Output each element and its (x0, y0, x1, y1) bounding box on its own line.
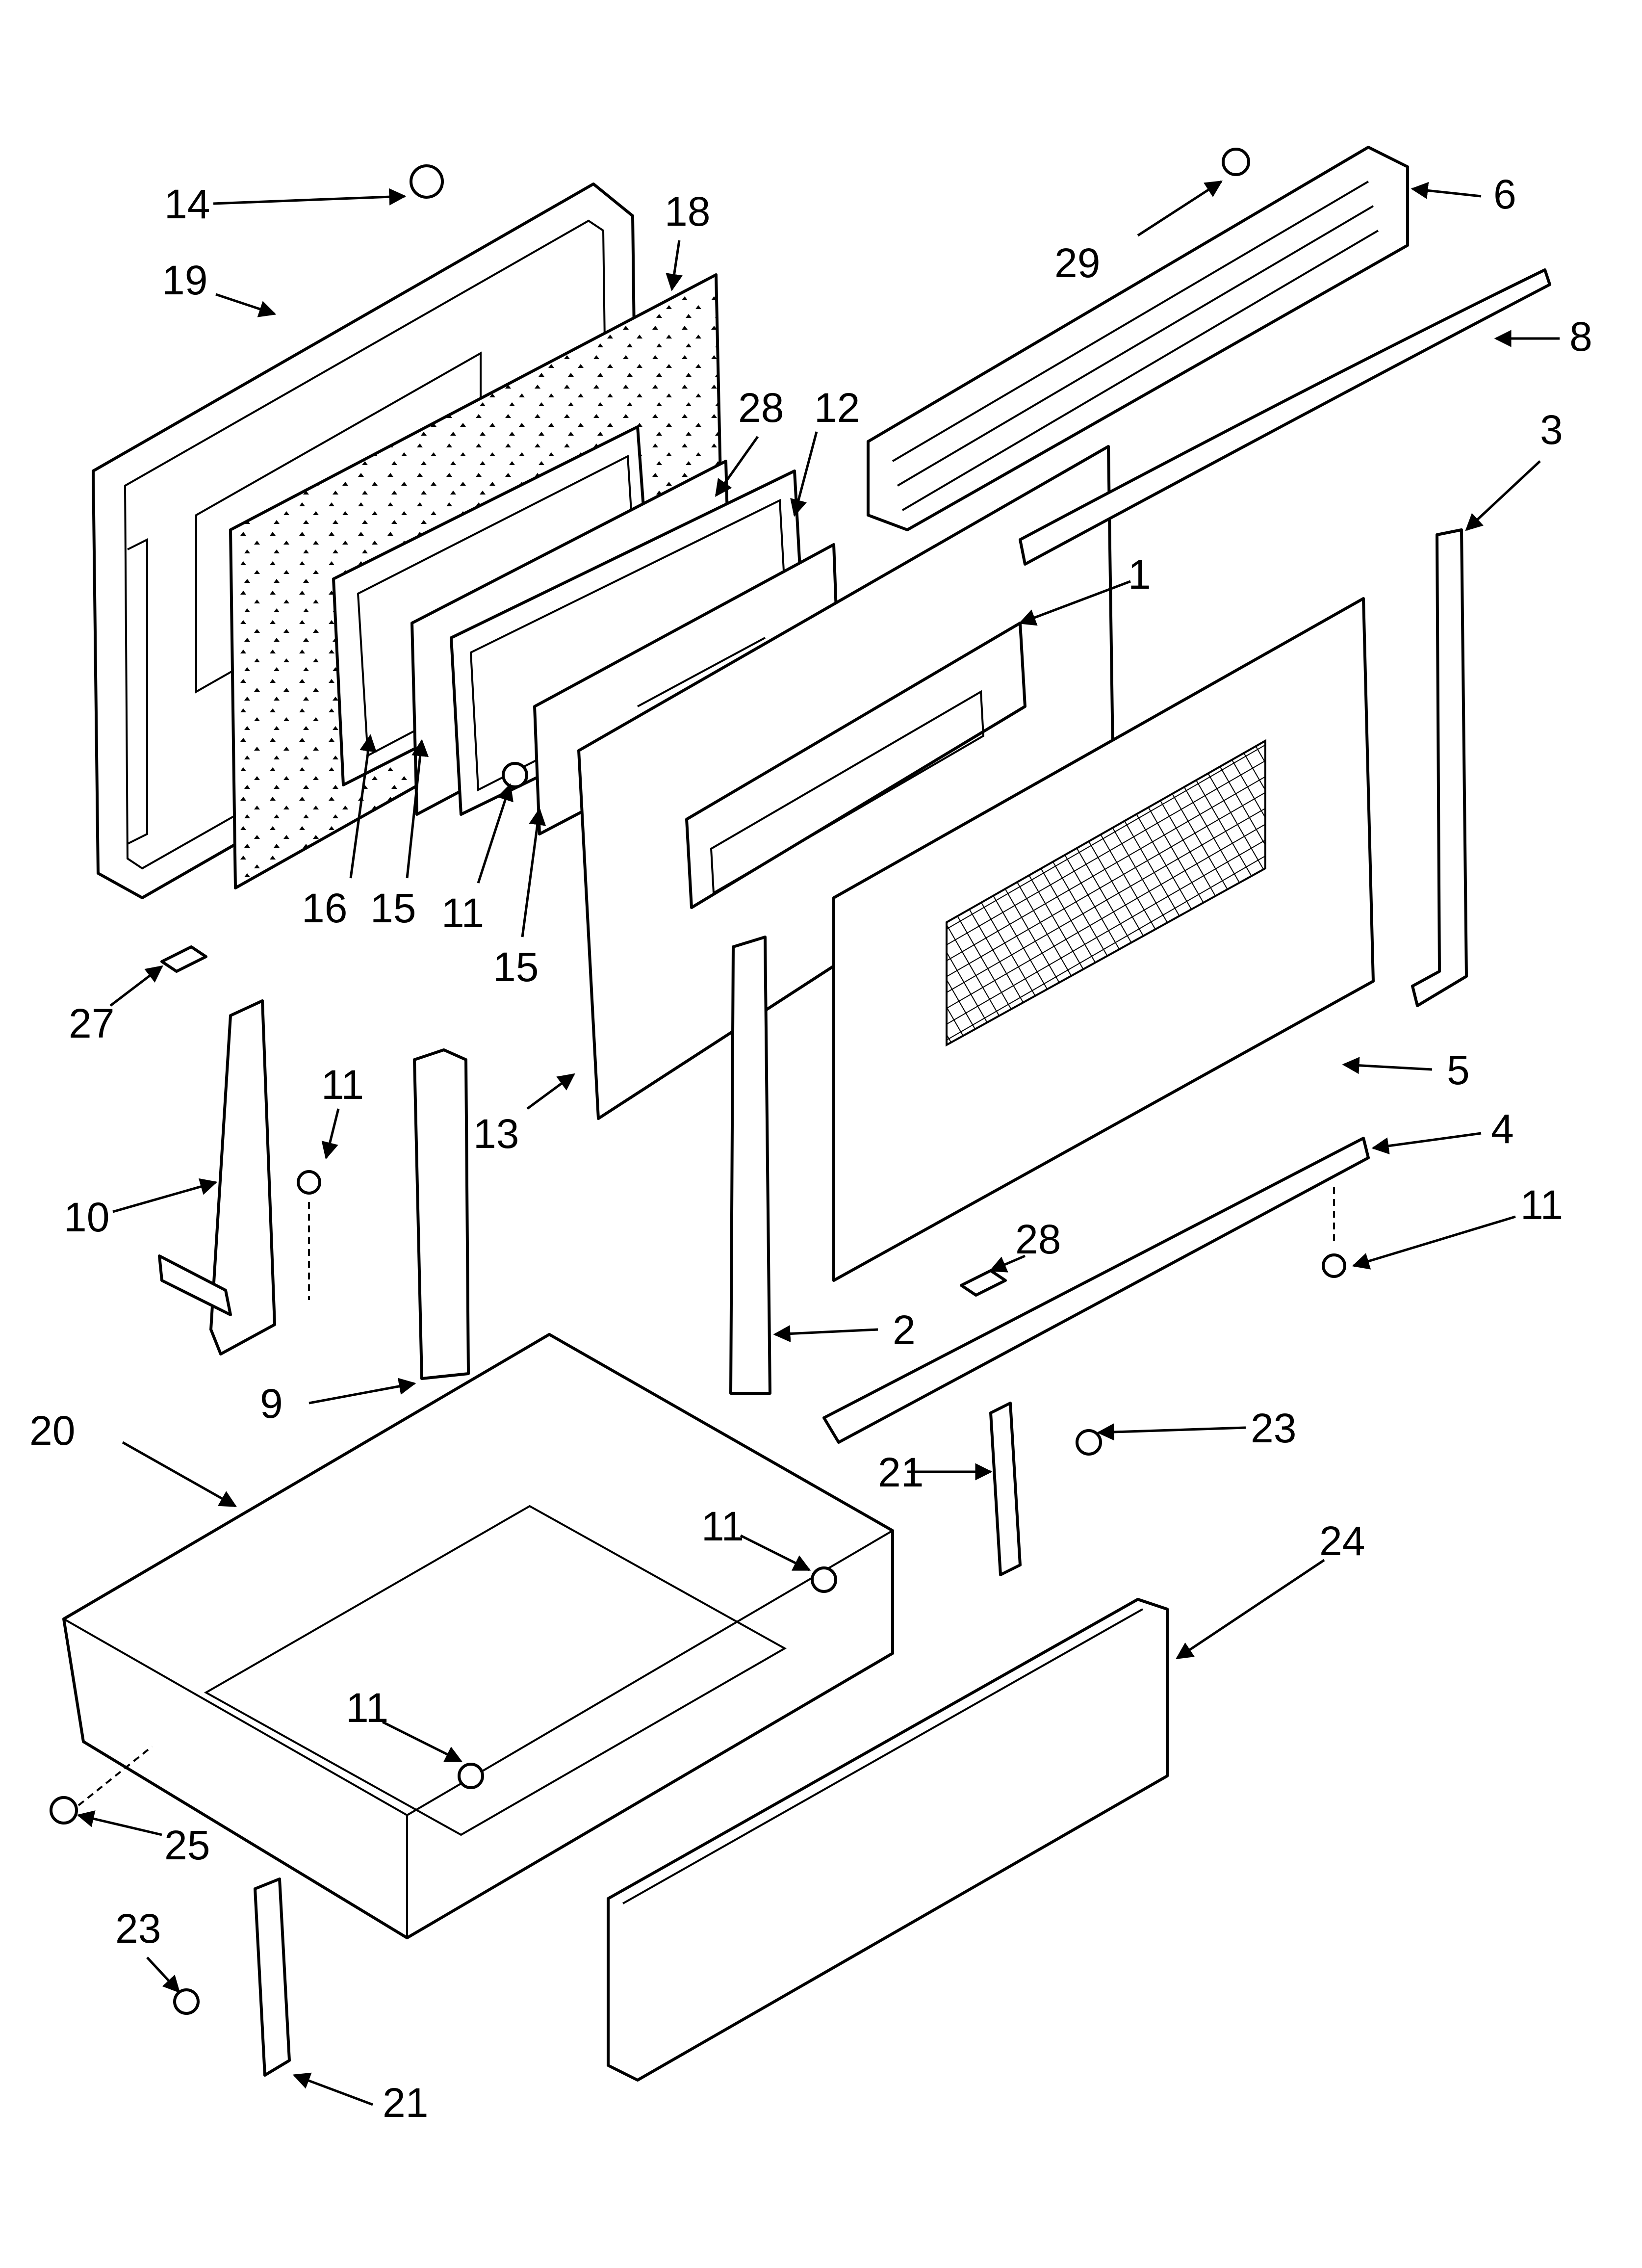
callout-27: 27 (69, 1000, 114, 1046)
screw-icon (50, 148, 1346, 2015)
callout-labels: 14 19 18 28 12 1 29 6 8 3 16 15 11 15 27… (29, 171, 1592, 2126)
callout-13: 13 (473, 1111, 519, 1157)
callout-11: 11 (346, 1685, 388, 1731)
callout-9: 9 (260, 1381, 283, 1427)
callout-8: 8 (1569, 313, 1592, 360)
callout-29: 29 (1054, 240, 1100, 286)
door-handle (1019, 268, 1551, 566)
outer-door-panel (832, 597, 1375, 1282)
callout-1: 1 (1128, 551, 1151, 598)
callout-15: 15 (370, 885, 416, 931)
callout-14: 14 (164, 181, 210, 227)
callout-10: 10 (64, 1194, 109, 1240)
callout-28: 28 (738, 385, 784, 431)
callout-6: 6 (1493, 171, 1516, 217)
callout-11: 11 (321, 1062, 364, 1108)
drawer-body (62, 1333, 894, 1939)
callout-21: 21 (878, 1449, 924, 1495)
callout-11: 11 (701, 1503, 744, 1549)
callout-23: 23 (115, 1905, 161, 1952)
callout-25: 25 (164, 1822, 210, 1868)
callout-20: 20 (29, 1408, 75, 1454)
callout-24: 24 (1319, 1518, 1365, 1564)
drawer-front-panel (607, 1598, 1169, 2082)
callout-3: 3 (1540, 407, 1563, 453)
drawer-slide (254, 1877, 291, 2077)
callout-28: 28 (1015, 1216, 1061, 1262)
door-hinge (158, 999, 276, 1356)
callout-19: 19 (162, 257, 207, 303)
callout-12: 12 (814, 385, 860, 431)
callout-2: 2 (893, 1307, 916, 1353)
right-side-trim (1411, 528, 1468, 1007)
leader-lines (77, 180, 1560, 2106)
lower-door-trim (822, 1137, 1370, 1444)
spacer-block (413, 1048, 470, 1380)
drawer-slide (989, 1402, 1022, 1576)
callout-4: 4 (1491, 1106, 1514, 1152)
callout-16: 16 (302, 885, 347, 931)
callout-23: 23 (1251, 1405, 1296, 1451)
vent-panel (867, 146, 1409, 531)
callout-21: 21 (383, 2080, 428, 2126)
left-side-trim (729, 936, 771, 1395)
callout-11: 11 (441, 890, 484, 936)
callout-11: 11 (1520, 1182, 1563, 1228)
callout-18: 18 (665, 188, 710, 235)
callout-15: 15 (493, 944, 539, 990)
callout-5: 5 (1447, 1047, 1470, 1093)
door-bracket (685, 622, 1026, 909)
